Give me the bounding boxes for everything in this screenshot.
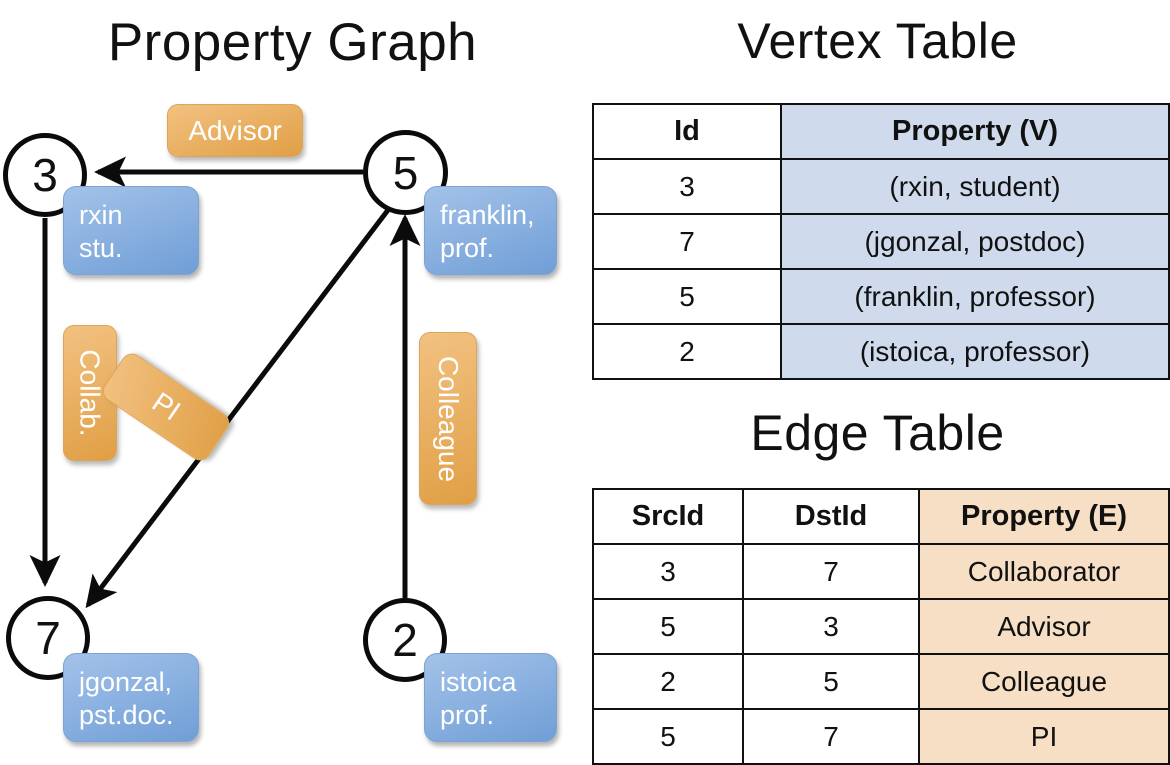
graph-node-7-label: 7 <box>35 612 61 664</box>
graph-edge-label-colleague[interactable]: Colleague <box>419 332 477 505</box>
property-graph-diagram: 3 5 7 2 rxin stu. franklin, prof. jgonza… <box>0 0 585 760</box>
vertex-table-header-row: Id Property (V) <box>592 103 1170 160</box>
edge-table-header-dstid: DstId <box>742 488 920 545</box>
edge-table-cell-property: PI <box>918 708 1170 765</box>
vertex-table-cell-property: (jgonzal, postdoc) <box>780 213 1170 270</box>
graph-node-7-property-line2: pst.doc. <box>79 700 174 730</box>
graph-node-3-label: 3 <box>32 149 58 201</box>
graph-node-5-property-line1: franklin, <box>440 200 535 230</box>
graph-node-5-property-box[interactable]: franklin, prof. <box>424 186 557 275</box>
vertex-table-row[interactable]: 5 (franklin, professor) <box>592 268 1170 325</box>
edge-table-row[interactable]: 5 3 Advisor <box>592 598 1170 655</box>
graph-node-2-property-box[interactable]: istoica prof. <box>424 653 557 742</box>
page-title-property-graph: Property Graph <box>107 13 478 72</box>
graph-node-2-property-line2: prof. <box>440 700 495 730</box>
vertex-table-row[interactable]: 3 (rxin, student) <box>592 158 1170 215</box>
edge-table-cell-srcid: 3 <box>592 543 744 600</box>
page-title-vertex-table: Vertex Table <box>737 13 1018 69</box>
edge-table-cell-property: Collaborator <box>918 543 1170 600</box>
vertex-table-cell-id: 2 <box>592 323 782 380</box>
graph-edge-label-advisor[interactable]: Advisor <box>167 104 303 157</box>
graph-node-5[interactable]: 5 <box>363 130 448 215</box>
vertex-table-header-id: Id <box>592 103 782 160</box>
graph-edge-label-colleague-text: Colleague <box>433 355 465 482</box>
graph-node-7-property-box[interactable]: jgonzal, pst.doc. <box>63 653 199 742</box>
vertex-table-cell-property: (istoica, professor) <box>780 323 1170 380</box>
graph-edge-label-pi-text: PI <box>146 386 186 427</box>
edge-table-cell-dstid: 5 <box>742 653 920 710</box>
edge-table-cell-srcid: 5 <box>592 708 744 765</box>
page-title-edge-table: Edge Table <box>750 405 1005 461</box>
vertex-table: Id Property (V) 3 (rxin, student) 7 (jgo… <box>592 103 1170 380</box>
graph-node-5-label: 5 <box>392 146 419 199</box>
vertex-table-cell-id: 3 <box>592 158 782 215</box>
edge-table-row[interactable]: 5 7 PI <box>592 708 1170 765</box>
graph-edge-label-collab-text: Collab. <box>75 349 107 437</box>
vertex-table-cell-id: 7 <box>592 213 782 270</box>
vertex-table-row[interactable]: 2 (istoica, professor) <box>592 323 1170 380</box>
graph-node-3-property-line1: rxin <box>79 200 123 230</box>
graph-node-5-property-line2: prof. <box>440 233 495 263</box>
edge-table-cell-dstid: 3 <box>742 598 920 655</box>
edge-table: SrcId DstId Property (E) 3 7 Collaborato… <box>592 488 1170 765</box>
graph-node-2-property-line1: istoica <box>440 667 517 697</box>
graph-node-3-property-line2: stu. <box>79 233 123 263</box>
graph-edge-label-advisor-text: Advisor <box>188 114 282 146</box>
vertex-table-cell-property: (franklin, professor) <box>780 268 1170 325</box>
edge-table-cell-property: Colleague <box>918 653 1170 710</box>
vertex-table-cell-property: (rxin, student) <box>780 158 1170 215</box>
edge-table-header-row: SrcId DstId Property (E) <box>592 488 1170 545</box>
graph-edge-5-to-7 <box>85 208 390 609</box>
edge-table-row[interactable]: 2 5 Colleague <box>592 653 1170 710</box>
edge-table-header-property: Property (E) <box>918 488 1170 545</box>
edge-table-row[interactable]: 3 7 Collaborator <box>592 543 1170 600</box>
edge-table-cell-dstid: 7 <box>742 543 920 600</box>
edge-table-cell-srcid: 5 <box>592 598 744 655</box>
vertex-table-header-property: Property (V) <box>780 103 1170 160</box>
vertex-table-row[interactable]: 7 (jgonzal, postdoc) <box>592 213 1170 270</box>
edge-table-header-srcid: SrcId <box>592 488 744 545</box>
graph-node-2-label: 2 <box>392 614 418 666</box>
edge-table-cell-dstid: 7 <box>742 708 920 765</box>
graph-node-2[interactable]: 2 <box>363 598 447 682</box>
graph-node-3-property-box[interactable]: rxin stu. <box>63 186 199 275</box>
graph-node-7-property-line1: jgonzal, <box>79 667 173 697</box>
edge-table-cell-srcid: 2 <box>592 653 744 710</box>
edge-table-cell-property: Advisor <box>918 598 1170 655</box>
vertex-table-cell-id: 5 <box>592 268 782 325</box>
graph-edges-layer <box>29 156 421 609</box>
